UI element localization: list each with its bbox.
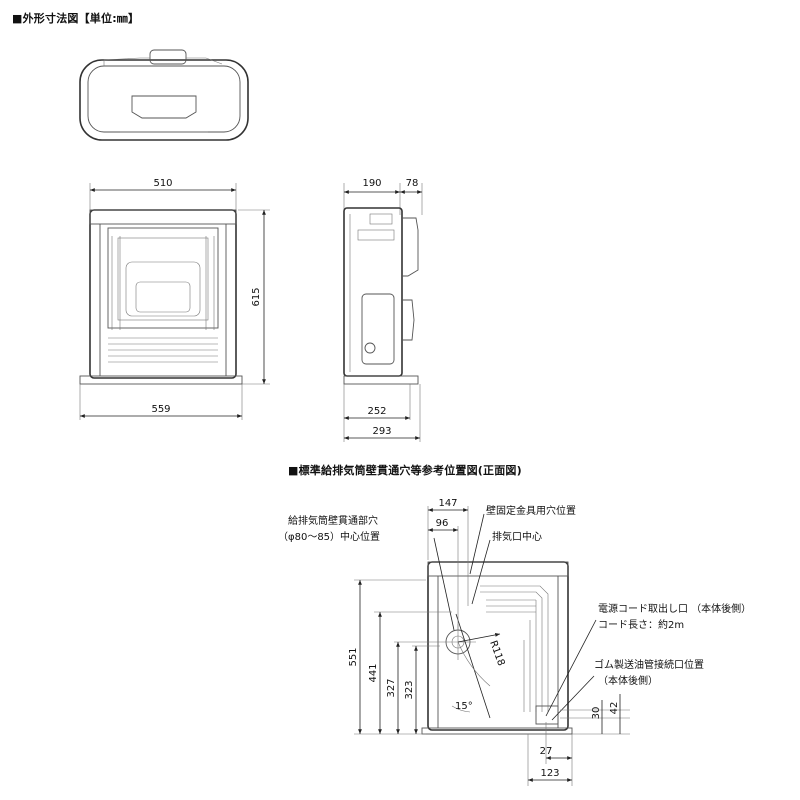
dim-27-label: 27 (540, 746, 553, 757)
exhaust-center-label: 排気口中心 (492, 530, 542, 543)
dim-551-label: 551 (348, 647, 359, 666)
exhaust-center-leader (471, 539, 491, 605)
dim-42-label: 42 (609, 702, 620, 715)
dim-147-label: 147 (438, 498, 457, 509)
side-panel (361, 293, 395, 365)
side-depth-body-label: 190 (362, 178, 381, 189)
side-base-outer-label: 293 (372, 426, 391, 437)
front-combustion-window (107, 227, 219, 329)
front-height-label: 615 (251, 287, 262, 306)
angle-label: 15° (455, 701, 473, 712)
top-view-inner-frame (87, 65, 241, 133)
through-hole-leader (433, 537, 455, 631)
dim-96-label: 96 (436, 518, 449, 529)
front-width-top-label: 510 (153, 178, 172, 189)
side-body-outline (343, 207, 403, 377)
wall-bracket-leader (469, 513, 485, 575)
oil-pipe-leader (551, 675, 595, 721)
reference-view: R118 15° 147 96 551 441 327 323 (278, 498, 751, 786)
top-view (79, 49, 249, 141)
top-view-exhaust-port (131, 95, 197, 119)
front-width-base-label: 559 (151, 404, 170, 415)
dim-30-label: 30 (591, 707, 602, 720)
radius-label: R118 (487, 639, 506, 667)
side-base (343, 375, 419, 385)
dim-123-label: 123 (540, 768, 559, 779)
side-rear-pipe (402, 217, 419, 277)
front-grille (108, 236, 218, 363)
power-cord-leader (545, 619, 597, 717)
side-base-inner-label: 252 (367, 406, 386, 417)
cord-length-label: コード長さ：約2m (598, 618, 684, 631)
through-hole-label-line1: 給排気筒壁貫通部穴 (288, 514, 378, 527)
front-base (79, 375, 243, 385)
through-hole-label-line2: （φ80～85）中心位置 (278, 530, 380, 543)
top-view-outer-frame (79, 59, 249, 141)
oil-pipe-label: ゴム製送油管接続口位置 (594, 658, 704, 671)
reference-base (421, 727, 573, 735)
side-depth-rear-label: 78 (406, 178, 419, 189)
dim-441-label: 441 (368, 663, 379, 682)
side-view: 190 78 252 293 (343, 178, 423, 442)
dim-327-label: 327 (386, 678, 397, 697)
outline-heading: ■外形寸法図【単位:㎜】 (12, 12, 140, 25)
power-cord-label: 電源コード取出し口 （本体後側） (598, 602, 751, 615)
wall-bracket-label: 壁固定金具用穴位置 (486, 504, 576, 517)
dim-323-label: 323 (404, 680, 415, 699)
top-view-handle (149, 49, 187, 65)
reference-grille (480, 585, 549, 712)
oil-pipe-rear-label: （本体後側） (598, 674, 658, 687)
front-view: 510 615 559 (79, 178, 270, 420)
reference-heading: ■標準給排気筒壁貫通穴等参考位置図(正面図) (288, 464, 522, 477)
